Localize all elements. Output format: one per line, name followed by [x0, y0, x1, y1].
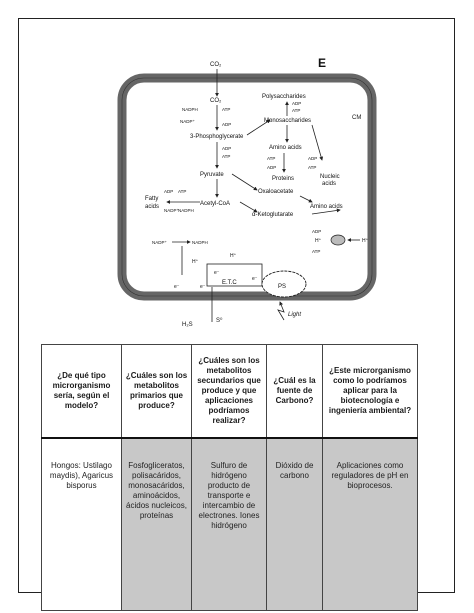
co2-top-label: CO₂ [210, 62, 222, 68]
nucleic-acids-label: Nucleic [320, 174, 340, 180]
nucleic-acids-label-2: acids [322, 181, 336, 187]
ketoglutarate-label: α-Ketoglutarate [252, 212, 294, 218]
atp-label-3: ATP [267, 156, 275, 161]
atp-label-4: ATP [308, 165, 316, 170]
pathway-diagram: E CM CO₂ CO₂ NADPH ATP NADP⁺ ADP 3-Phosp… [117, 56, 377, 328]
panel-letter: E [318, 56, 326, 70]
h-plus-label: H⁺ [315, 238, 322, 244]
h-plus-label-3: H⁺ [230, 253, 237, 259]
atp-synthase [330, 234, 346, 246]
metabolic-pathway-figure: E CM CO₂ CO₂ NADPH ATP NADP⁺ ADP 3-Phosp… [112, 50, 382, 340]
answer-carbon-source: Dióxido de carbono [266, 437, 323, 611]
etc-box [206, 263, 263, 287]
adp-label-6: ADP [164, 189, 173, 194]
e-minus-label-3: e⁻ [200, 284, 206, 290]
co2-inner-label: CO₂ [210, 98, 222, 104]
answer-primary-metabolites: Fosfogliceratos, polisacáridos, monosacá… [121, 437, 192, 611]
phosphoglycerate-label: 3-Phosphoglycerate [190, 134, 244, 140]
adp-label: ADP [222, 122, 231, 127]
adp-label-5: ADP [222, 146, 231, 151]
amino-acids-label-2: Amino acids [310, 204, 343, 210]
fatty-acids-label-2: acids [145, 204, 159, 210]
ps-label: PS [278, 284, 286, 290]
atp-label: ATP [222, 107, 230, 112]
h-plus-label-2: H⁺ [362, 238, 369, 244]
answer-row: Hongos: Ustilago maydis), Agaricus bispo… [41, 437, 418, 611]
nadp-label-2: NADP⁺ [164, 208, 180, 213]
atp-label-7: ATP [312, 249, 320, 254]
adp-label-2: ADP [292, 101, 301, 106]
s0-label: S⁰ [216, 317, 223, 324]
e-minus-label-4: e⁻ [252, 276, 258, 282]
adp-label-7: ADP [312, 229, 321, 234]
etc-label: E.T.C [222, 280, 237, 286]
cell-membrane [117, 73, 377, 301]
amino-acids-label: Amino acids [269, 145, 302, 151]
adp-label-4: ADP [308, 156, 317, 161]
answer-secondary-metabolites: Sulfuro de hidrógeno producto de transpo… [191, 437, 267, 611]
proteins-label: Proteins [272, 176, 294, 182]
adp-label-3: ADP [267, 165, 276, 170]
nadph-label: NADPH [182, 107, 198, 112]
atp-label-5: ATP [222, 154, 230, 159]
oxaloacetate-label: Oxaloacetate [258, 189, 294, 195]
acetyl-coa-label: Acetyl-CoA [200, 201, 230, 207]
atp-label-2: ATP [292, 108, 300, 113]
question-secondary-metabolites: ¿Cuáles son los metabolitos secundarios … [191, 344, 267, 439]
question-microorganism-type: ¿De qué tipo microrganismo sería, según … [41, 344, 122, 439]
question-primary-metabolites: ¿Cuáles son los metabolitos primarios qu… [121, 344, 192, 439]
cm-label: CM [352, 115, 361, 121]
questions-table: ¿De qué tipo microrganismo sería, según … [41, 344, 418, 611]
fatty-acids-label: Fatty [145, 196, 158, 202]
nadp-label: NADP⁺ [180, 119, 196, 124]
nadph-label-3: NADPH [192, 240, 208, 245]
light-label: Light [288, 312, 301, 318]
answer-applications: Aplicaciones como reguladores de pH en b… [322, 437, 418, 611]
question-applications: ¿Este microrganismo como lo podríamos ap… [322, 344, 418, 439]
atp-label-6: ATP [178, 189, 186, 194]
h-plus-label-4: H⁺ [192, 259, 199, 265]
e-minus-label: e⁻ [214, 270, 220, 276]
h2s-label: H₂S [182, 322, 193, 328]
pyruvate-label: Pyruvate [200, 172, 224, 178]
answer-microorganism-type: Hongos: Ustilago maydis), Agaricus bispo… [41, 437, 122, 611]
header-row: ¿De qué tipo microrganismo sería, según … [41, 344, 418, 439]
monosaccharides-label: Monosaccharides [264, 118, 311, 124]
question-carbon-source: ¿Cuál es la fuente de Carbono? [266, 344, 323, 439]
polysaccharides-label: Polysaccharides [262, 94, 306, 100]
e-minus-label-2: e⁻ [174, 284, 180, 290]
photosystem [261, 270, 307, 298]
nadp-label-3: NADP⁺ [152, 240, 168, 245]
nadph-label-2: NADPH [178, 208, 194, 213]
